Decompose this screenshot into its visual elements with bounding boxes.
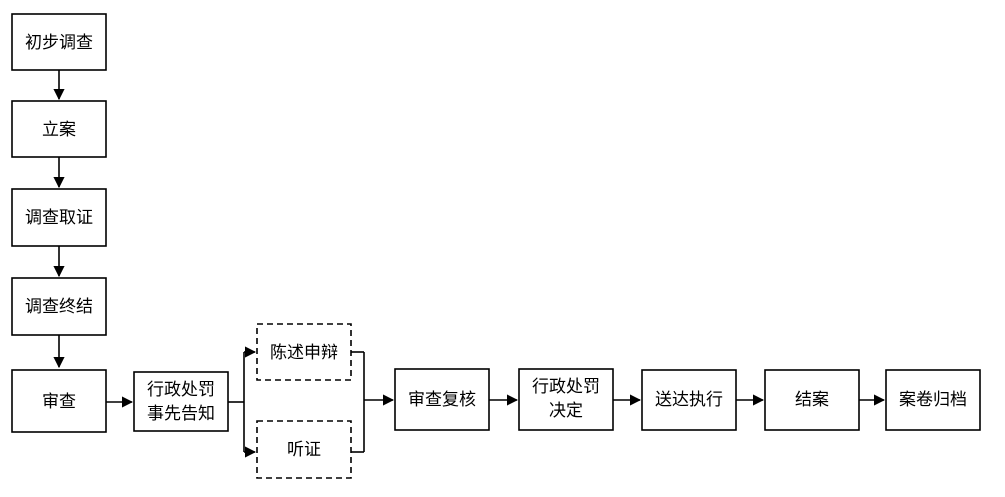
node-label: 审查 xyxy=(42,392,76,412)
node-label: 听证 xyxy=(287,440,321,460)
node-investigation-conclusion: 调查终结 xyxy=(11,277,107,336)
node-archiving: 案卷归档 xyxy=(885,369,981,431)
node-label: 调查终结 xyxy=(25,297,93,317)
node-label: 初步调查 xyxy=(25,33,93,53)
node-penalty-decision: 行政处罚 决定 xyxy=(518,368,614,431)
node-prior-notice: 行政处罚 事先告知 xyxy=(133,371,229,432)
node-review: 审查 xyxy=(11,369,107,433)
node-preliminary-investigation: 初步调查 xyxy=(11,13,107,71)
node-case-closing: 结案 xyxy=(764,369,860,431)
node-label-line1: 行政处罚 xyxy=(147,380,215,400)
node-review-recheck: 审查复核 xyxy=(394,368,490,431)
node-label: 陈述申辩 xyxy=(270,343,338,363)
node-label: 案卷归档 xyxy=(899,390,967,410)
node-hearing: 听证 xyxy=(256,420,352,479)
node-label-line1: 行政处罚 xyxy=(532,377,600,397)
node-label: 审查复核 xyxy=(408,390,476,410)
node-label: 送达执行 xyxy=(655,390,723,410)
node-service-execution: 送达执行 xyxy=(641,369,737,431)
node-label-line2: 决定 xyxy=(549,401,583,421)
node-label: 调查取证 xyxy=(25,208,93,228)
node-label: 结案 xyxy=(795,390,829,410)
node-label: 立案 xyxy=(42,120,76,140)
node-label-line2: 事先告知 xyxy=(147,404,215,424)
node-evidence-collection: 调查取证 xyxy=(11,188,107,247)
node-statement-defense: 陈述申辩 xyxy=(256,323,352,381)
node-case-filing: 立案 xyxy=(11,100,107,158)
